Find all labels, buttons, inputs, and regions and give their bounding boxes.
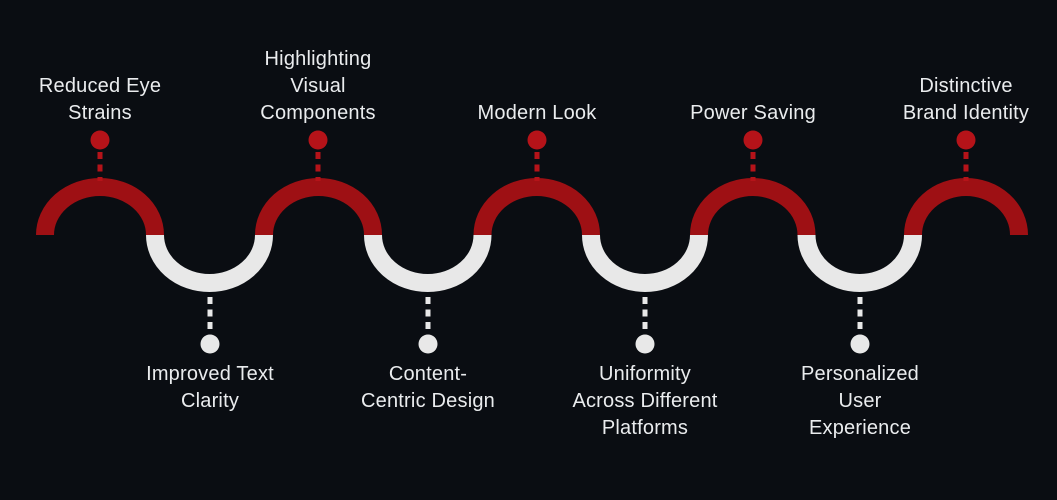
top-milestone-dot-1: [90, 130, 110, 150]
bottom-milestone-dot-2: [418, 334, 438, 354]
bottom-label-improved-text-clarity: Improved Text Clarity: [146, 363, 274, 412]
top-milestone-dot-4: [743, 130, 763, 150]
wave-arc-red-1: [36, 178, 164, 236]
wave-arc-white-3: [582, 234, 708, 292]
bottom-milestone-dot-1: [200, 334, 220, 354]
top-milestone-dot-2: [308, 130, 328, 150]
wave-arc-red-2: [255, 178, 382, 236]
bottom-label-personalized-user-experience: Personalized User Experience: [800, 363, 920, 439]
bottom-label-uniformity-across-platforms: Uniformity Across Different Platforms: [572, 363, 718, 439]
bottom-milestone-dot-4: [850, 334, 870, 354]
top-label-highlighting-visual-components: Highlighting Visual Components: [260, 48, 376, 124]
bottom-label-content-centric-design: Content- Centric Design: [361, 363, 495, 412]
wave-arc-white-4: [797, 234, 922, 292]
top-label-modern-look: Modern Look: [477, 102, 597, 124]
wave-arc-red-5: [904, 178, 1028, 236]
top-label-reduced-eye-strains: Reduced Eye Strains: [38, 75, 162, 124]
top-milestone-dot-3: [527, 130, 547, 150]
wave-arc-white-1: [146, 234, 273, 292]
wave-arc-red-3: [473, 178, 600, 236]
wave-arc-white-2: [364, 234, 492, 292]
top-milestone-dot-5: [956, 130, 976, 150]
top-label-power-saving: Power Saving: [690, 102, 816, 124]
top-label-distinctive-brand-identity: Distinctive Brand Identity: [902, 75, 1030, 124]
wave-arc-red-4: [690, 178, 816, 236]
bottom-milestone-dot-3: [635, 334, 655, 354]
